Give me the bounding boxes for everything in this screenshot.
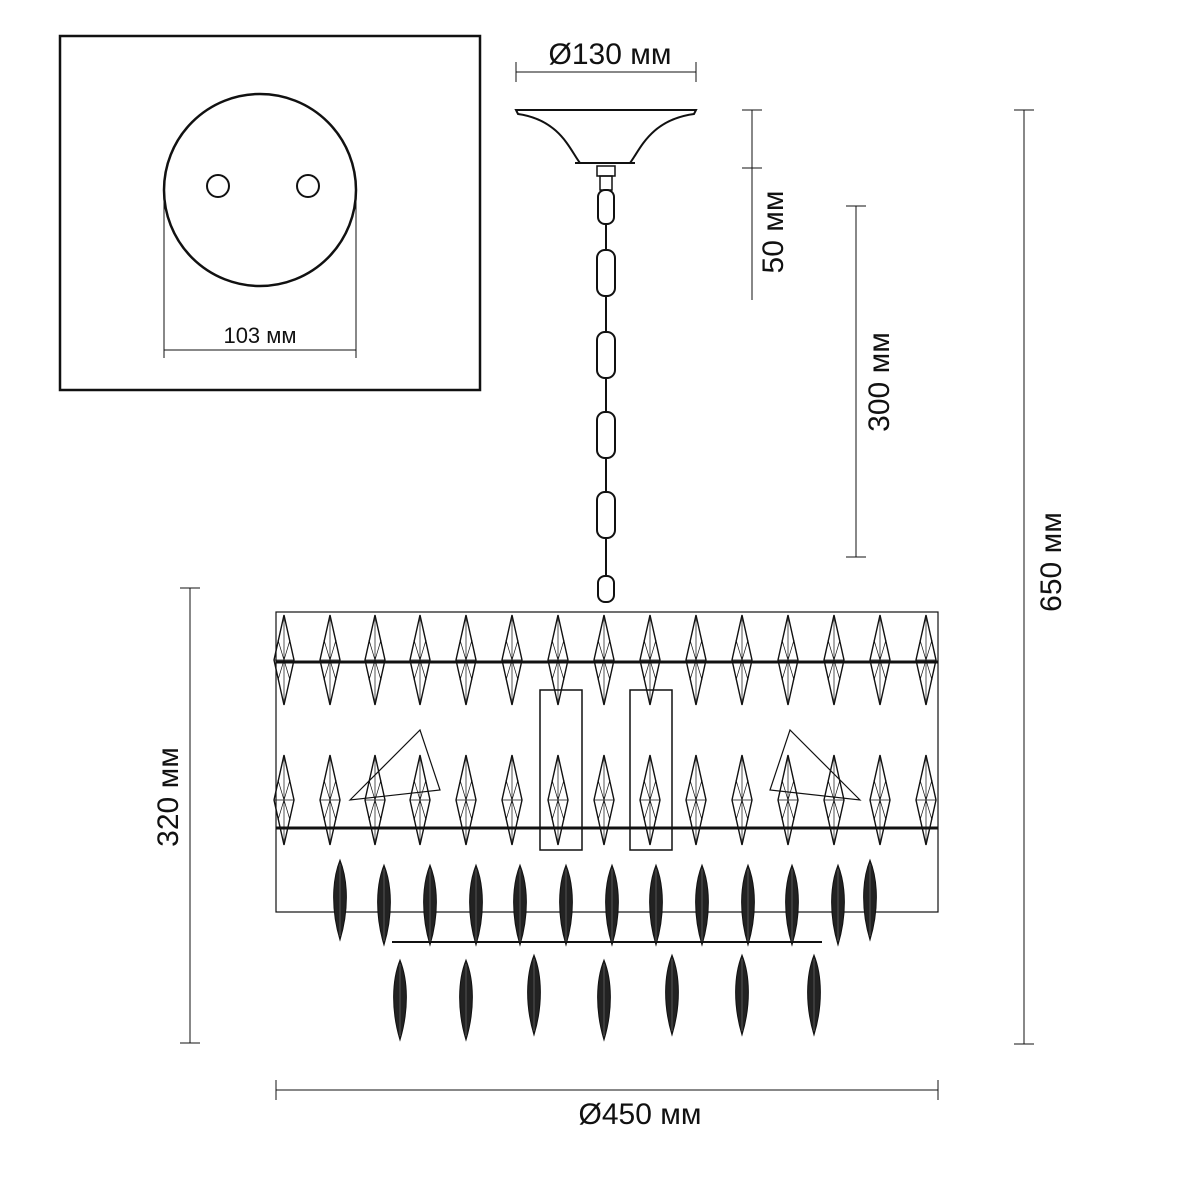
mounting-plate [162,92,358,288]
body-diameter-label: Ø450 мм [579,1098,702,1131]
chain-length-label: 300 мм [863,332,896,432]
body-height-dimension: 320 мм [152,587,200,1044]
chain-length-dimension: 300 мм [846,205,896,558]
middle-crystal-row [273,754,937,846]
inset-frame [58,34,482,392]
canopy-diameter-dimension: Ø130 мм [515,38,697,82]
canopy-diameter-label: Ø130 мм [549,38,672,71]
body-diameter-dimension: Ø450 мм [275,1080,939,1131]
canopy-height-label: 50 мм [757,191,790,274]
canopy [514,109,698,191]
mounting-hole-left [206,174,230,198]
upper-crystal-row [273,614,937,706]
chain [596,189,616,603]
mount-width-label: 103 мм [223,323,296,348]
body-height-label: 320 мм [152,747,185,847]
canopy-height-dimension: 50 мм [742,109,790,300]
mounting-inset: 103 мм [58,34,482,392]
total-height-label: 650 мм [1035,512,1068,612]
chandelier-body [273,611,939,1041]
lower-crystal-drops [333,859,877,1041]
mounting-hole-right [296,174,320,198]
total-height-dimension: 650 мм [1014,109,1068,1045]
